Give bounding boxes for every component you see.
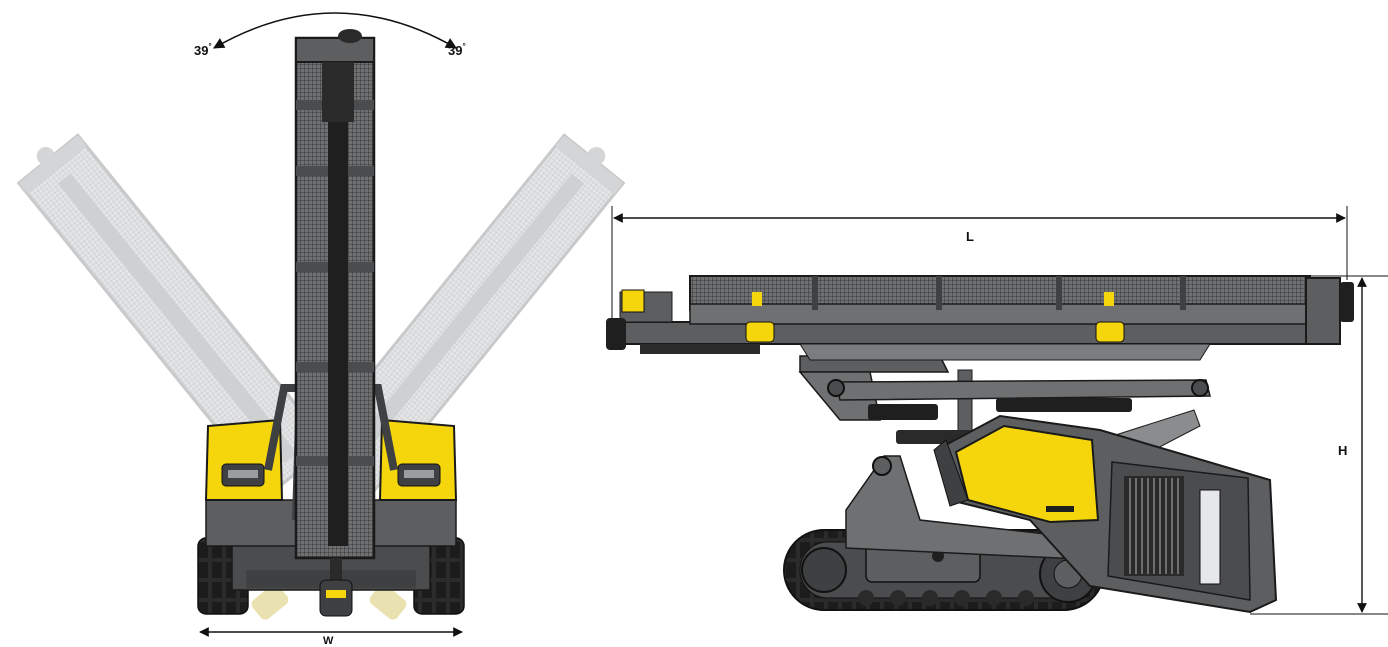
angle-label-left: 39°	[194, 42, 212, 58]
front-mast	[294, 29, 376, 560]
ghost-mast-left	[16, 133, 332, 497]
ghost-bit-right	[369, 584, 407, 620]
front-housing-left	[204, 418, 284, 501]
width-label: W	[323, 635, 334, 647]
engine-grille	[1124, 476, 1184, 576]
height-label: H	[1338, 443, 1348, 458]
front-drill-bit	[319, 558, 353, 617]
tilt-angle-arc	[213, 12, 457, 49]
side-engine	[933, 414, 1278, 614]
ghost-bit-left	[251, 584, 289, 620]
front-housing-right	[378, 418, 458, 501]
length-label: L	[966, 229, 974, 244]
ghost-mast-right	[310, 133, 626, 497]
angle-label-right: 39°	[448, 42, 466, 58]
front-view	[16, 12, 626, 637]
side-mast	[606, 275, 1354, 361]
side-view	[606, 206, 1388, 615]
